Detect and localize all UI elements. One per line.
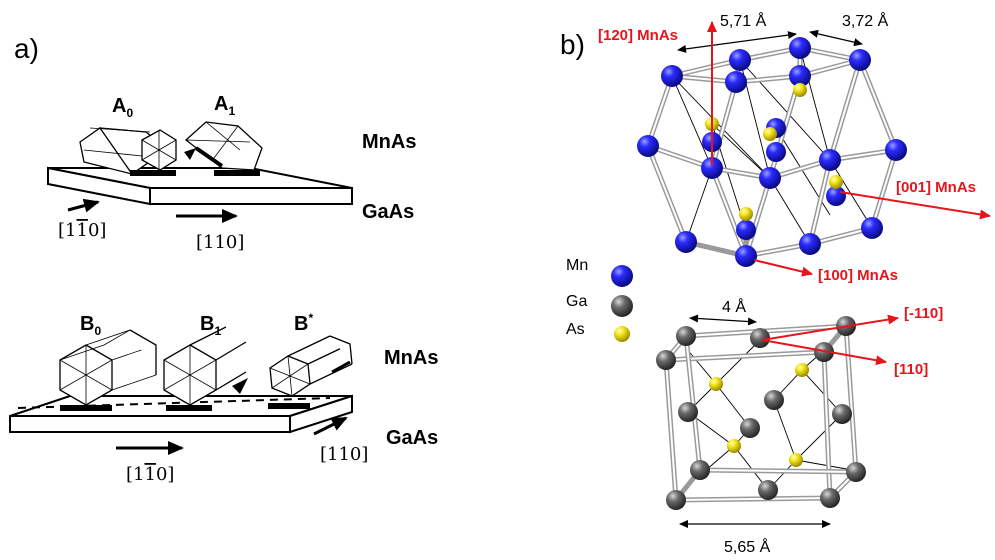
mnas-label-bottom: MnAs	[384, 347, 438, 369]
crystal-b1-label: B1	[200, 313, 221, 338]
direction-1-10-bottom: [110]	[126, 464, 174, 485]
crystal-b1: B1	[163, 313, 248, 411]
gaas-label-top: GaAs	[362, 201, 414, 223]
direction-110-bottom: [110]	[320, 444, 368, 465]
crystal-b-star-label: B*	[294, 311, 313, 335]
atom-legend: Mn Ga As	[566, 257, 633, 342]
mn-atoms	[637, 37, 907, 267]
crystal-b0-label: B0	[80, 313, 101, 338]
gaas-substrate-bottom	[9, 394, 353, 434]
direction-1-10-top: [110]	[58, 220, 106, 241]
panel-b-label: b)	[560, 29, 585, 60]
direction-110-top: [110]	[196, 232, 244, 253]
crystal-a0: A0	[79, 95, 177, 176]
mnas-dim-b: 3,72 Å	[842, 11, 889, 30]
mnas-label-top: MnAs	[362, 131, 416, 153]
legend-mn-label: Mn	[566, 257, 588, 274]
crystal-a1-label: A1	[214, 93, 235, 118]
mnas-dim-a: 5,71 Å	[720, 11, 767, 30]
gaas-dim-top: 4 Å	[722, 297, 746, 316]
gaas-substrate-top	[47, 166, 353, 206]
mnas-direction-120: [120] MnAs	[598, 27, 678, 44]
mnas-direction-001: [001] MnAs	[896, 179, 976, 196]
as-atoms-gaas	[709, 363, 809, 467]
ga-atoms	[656, 316, 866, 510]
legend-mn-swatch	[611, 265, 633, 287]
legend-ga-swatch	[611, 295, 633, 317]
legend-as-label: As	[566, 321, 585, 338]
mnas-direction-100: [100] MnAs	[818, 267, 898, 284]
gaas-label-bottom: GaAs	[386, 427, 438, 449]
panel-a-label: a)	[14, 33, 39, 64]
gaas-direction-110: [110]	[894, 361, 928, 378]
gaas-direction-m110: [-110]	[904, 305, 943, 322]
legend-ga-label: Ga	[566, 293, 587, 310]
crystal-a0-label: A0	[112, 95, 133, 120]
mnas-unit-cell	[637, 37, 907, 267]
crystal-b0: B0	[59, 313, 157, 411]
gaas-unit-cell	[656, 316, 866, 510]
crystal-b-star: B*	[268, 311, 353, 409]
legend-as-swatch	[614, 326, 630, 342]
crystal-a1: A1	[184, 93, 263, 176]
gaas-dim-bottom: 5,65 Å	[724, 537, 771, 556]
